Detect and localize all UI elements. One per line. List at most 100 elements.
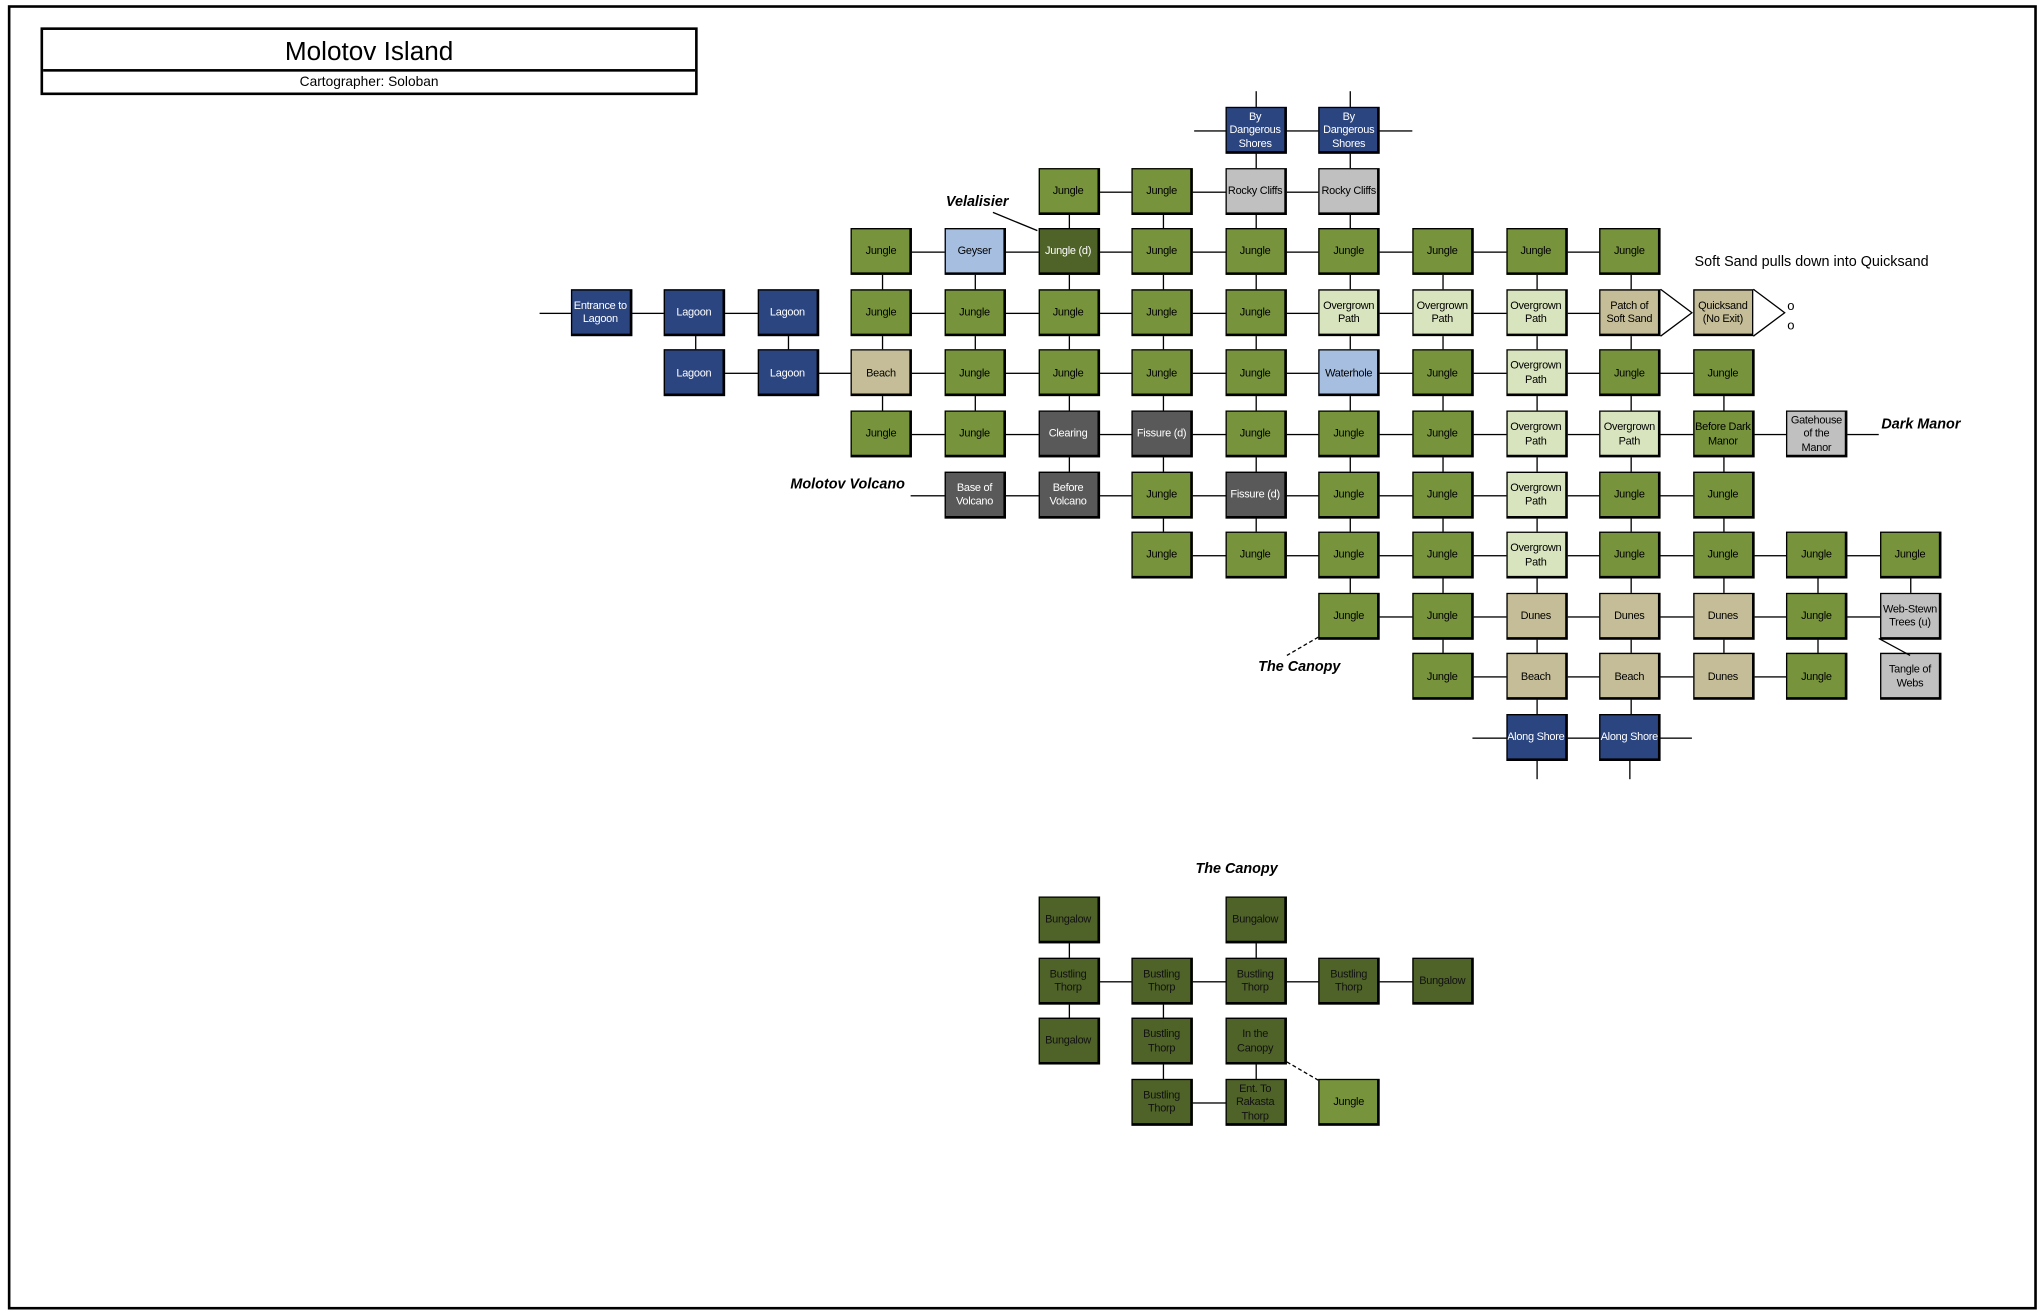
corridor-horizontal [1723,555,1818,557]
corridor-horizontal [1629,616,1724,618]
corridor-horizontal [1536,251,1630,254]
label-canopy-section: The Canopy [1195,861,1278,877]
room-beach: Beach [1599,653,1661,701]
room-dunes: Dunes [1692,592,1755,640]
corridor-horizontal [1255,980,1350,982]
corridor-vertical [975,373,977,434]
corridor-horizontal [694,312,789,314]
corridor-vertical [1723,494,1725,556]
corridor-horizontal [1068,433,1163,436]
map-title: Molotov Island [43,30,696,72]
room-jungle: Jungle [1225,228,1287,276]
room-jungle: Jungle [1786,653,1848,701]
corridor-vertical [694,312,696,374]
corridor-vertical [1162,494,1164,556]
room-bustling-thorp: Bustling Thorp [1038,957,1100,1005]
room-jungle: Jungle [1412,592,1474,640]
corridor-horizontal [1349,251,1443,254]
room-bustling-thorp: Bustling Thorp [1131,957,1193,1005]
room-jungle: Jungle [1599,471,1661,519]
corridor-vertical [1536,494,1538,556]
room-jungle: Jungle [1318,471,1381,519]
room-bustling-thorp: Bustling Thorp [1318,957,1381,1005]
room-overgrown-path: Overgrown Path [1505,410,1568,458]
room-fissure-d: Fissure (d) [1225,471,1287,519]
corridor-horizontal [1349,494,1443,496]
corridor-horizontal [1536,676,1630,679]
exit-stub [1472,737,1512,739]
corridor-horizontal [1162,251,1256,254]
corridor-vertical [1442,433,1445,495]
corridor-vertical [1442,555,1445,617]
corridor-vertical [1255,494,1258,556]
room-jungle: Jungle [1131,228,1193,276]
room-bungalow: Bungalow [1038,1017,1100,1065]
corridor-horizontal [1162,980,1256,982]
corridor-horizontal [1629,676,1724,679]
corridor-horizontal [975,251,1069,254]
corridor-horizontal [1162,433,1256,436]
room-jungle: Jungle [1599,228,1661,276]
corridor-horizontal [1536,737,1630,739]
corridor-vertical [1068,191,1071,252]
corridor-vertical [1255,373,1258,434]
room-dunes: Dunes [1692,653,1755,701]
quicksand-note: Soft Sand pulls down into Quicksand [1694,254,1929,270]
corridor-vertical [1162,433,1164,495]
corridor-vertical [1162,312,1164,374]
corridor-vertical [1723,373,1725,434]
room-rocky-cliffs: Rocky Cliffs [1225,167,1287,215]
room-gatehouse-of-the-manor: Gatehouse of the Manor [1786,410,1848,458]
corridor-horizontal [1629,494,1724,496]
corridor-vertical [1536,676,1538,738]
corridor-vertical [1723,433,1725,495]
corridor-vertical [1162,1041,1164,1103]
room-lagoon: Lagoon [757,349,819,397]
corridor-vertical [788,312,790,374]
room-before-volcano: Before Volcano [1038,471,1100,519]
room-overgrown-path: Overgrown Path [1505,531,1568,579]
corridor-horizontal [1255,312,1350,314]
corridor-horizontal [1162,494,1256,496]
room-rocky-cliffs: Rocky Cliffs [1318,167,1381,215]
map-frame [7,5,2037,1310]
corridor-vertical [1349,433,1351,495]
room-jungle: Jungle [1131,289,1193,336]
corridor-vertical [1442,373,1445,434]
room-base-of-volcano: Base of Volcano [944,471,1006,519]
corridor-horizontal [975,373,1069,375]
corridor-vertical [1629,616,1632,677]
corridor-horizontal [1255,191,1350,193]
corridor-vertical [1162,251,1164,313]
room-jungle: Jungle [1786,531,1848,579]
corridor-vertical [1068,251,1071,313]
corridor-vertical [1442,251,1445,313]
corridor-vertical [881,312,883,374]
corridor-vertical [1255,433,1258,495]
room-jungle: Jungle [1412,410,1474,458]
room-by-dangerous-shores: By Dangerous Shores [1318,106,1381,154]
room-dunes: Dunes [1505,592,1568,640]
title-block: Molotov Island Cartographer: Soloban [40,27,698,96]
corridor-vertical [1629,676,1632,738]
corridor-horizontal [881,251,976,254]
room-jungle: Jungle [850,228,913,276]
corridor-horizontal [1442,616,1537,618]
corridor-horizontal [1068,312,1163,314]
volcano-pointer [910,495,950,497]
room-jungle: Jungle [1038,349,1100,397]
corridor-horizontal [1442,433,1537,436]
exit-stub [1194,130,1234,132]
corridor-vertical [1068,312,1071,374]
corridor-horizontal [1442,373,1537,375]
label-molotov-volcano: Molotov Volcano [790,476,905,493]
room-jungle: Jungle [1225,349,1287,397]
corridor-vertical [1536,251,1538,313]
room-entrance-to-lagoon: Entrance to Lagoon [570,289,632,336]
corridor-vertical [1068,433,1071,495]
corridor-horizontal [975,312,1069,314]
room-jungle: Jungle [1225,531,1287,579]
corridor-vertical [1349,130,1351,192]
room-tangle-of-webs: Tangle of Webs [1879,653,1942,701]
